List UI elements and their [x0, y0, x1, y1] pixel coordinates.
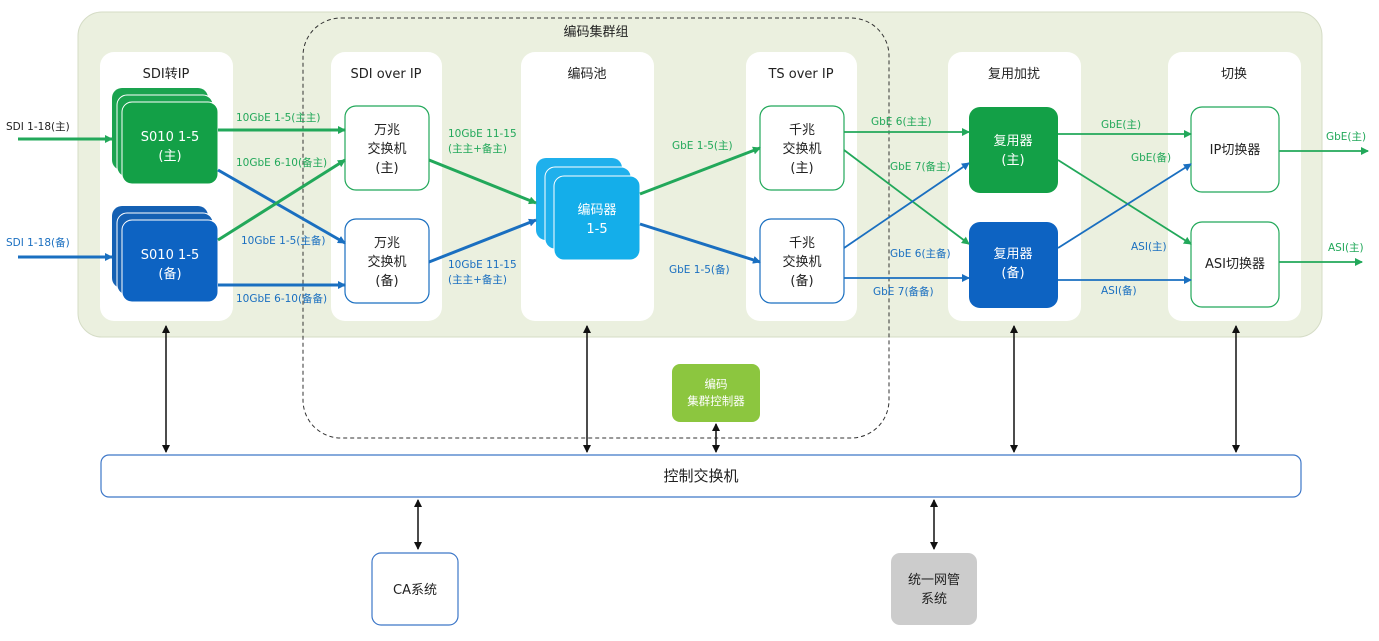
s010-backup-line2: (备) — [158, 266, 181, 282]
mux-backup-line1: 复用器 — [993, 247, 1032, 262]
link-label-l16: ASI(备) — [1101, 284, 1137, 297]
column-title-pool: 编码池 — [567, 67, 606, 82]
g-switch-backup: 千兆 交换机 (备) — [759, 218, 845, 304]
xg-switch-main-line1: 万兆 — [374, 123, 400, 138]
link-label-l6b: (主主+备主) — [448, 273, 507, 286]
link-label-l3: 10GbE 1-5(主备) — [241, 234, 325, 247]
ca-system-label: CA系统 — [393, 583, 437, 598]
column-title-tsoverip: TS over IP — [767, 67, 833, 82]
control-switch-label: 控制交换机 — [663, 467, 738, 485]
xg-switch-main-line3: (主) — [375, 161, 398, 176]
xg-switch-backup-line3: (备) — [375, 273, 398, 289]
cluster-controller: 编码 集群控制器 — [672, 364, 760, 422]
nms-line2: 系统 — [921, 592, 947, 607]
link-l5 — [428, 158, 537, 205]
mux-backup: 复用器 (备) — [969, 222, 1058, 308]
input-backup-label: SDI 1-18(备) — [6, 236, 70, 249]
link-l10 — [843, 149, 970, 245]
ip-switcher-label: IP切换器 — [1210, 143, 1261, 158]
s010-backup-line1: S010 1-5 — [141, 248, 199, 263]
link-l15 — [1057, 163, 1192, 249]
ip-switcher: IP切换器 — [1190, 106, 1280, 193]
mux-backup-line2: (备) — [1001, 265, 1024, 281]
link-label-l10: GbE 7(备主) — [890, 160, 951, 173]
ca-system: CA系统 — [371, 552, 459, 626]
cluster-group-title: 编码集群组 — [563, 24, 628, 40]
g-switch-backup-line3: (备) — [790, 273, 813, 289]
link-label-l13: GbE(主) — [1101, 119, 1141, 131]
nms-system: 统一网管 系统 — [891, 553, 977, 625]
asi-switcher-label: ASI切换器 — [1205, 257, 1265, 272]
link-label-l6a: 10GbE 11-15 — [448, 259, 517, 271]
link-l14 — [1057, 159, 1192, 245]
link-label-l1: 10GbE 1-5(主主) — [236, 112, 320, 124]
link-l7 — [639, 146, 761, 196]
column-title-sdioverip: SDI over IP — [350, 67, 421, 82]
link-label-l4: 10GbE 6-10(备备) — [236, 292, 327, 305]
mux-main-line1: 复用器 — [993, 134, 1032, 149]
xg-switch-backup-line1: 万兆 — [374, 236, 400, 251]
link-label-l8: GbE 1-5(备) — [669, 263, 730, 276]
g-switch-backup-line2: 交换机 — [782, 254, 821, 270]
s010-main-line1: S010 1-5 — [141, 130, 199, 145]
output-gbe-label: GbE(主) — [1326, 131, 1366, 143]
column-title-mux: 复用加扰 — [988, 67, 1040, 82]
encoder-stack: 编码器 1-5 — [536, 158, 641, 261]
link-label-l2: 10GbE 6-10(备主) — [236, 156, 327, 169]
g-switch-main: 千兆 交换机 (主) — [759, 105, 845, 191]
mux-main-line2: (主) — [1001, 153, 1024, 168]
link-label-l15: ASI(主) — [1131, 241, 1167, 253]
cluster-controller-line2: 集群控制器 — [687, 394, 745, 408]
output-asi-label: ASI(主) — [1328, 242, 1364, 254]
control-switch: 控制交换机 — [100, 454, 1302, 498]
xg-switch-backup: 万兆 交换机 (备) — [344, 218, 430, 304]
link-l3 — [217, 158, 346, 242]
cluster-controller-line1: 编码 — [705, 377, 728, 391]
input-main-label: SDI 1-18(主) — [6, 121, 70, 133]
encoder-cluster-group — [302, 17, 890, 439]
g-switch-main-line2: 交换机 — [782, 141, 821, 157]
link-label-l14: GbE(备) — [1131, 151, 1171, 164]
xg-switch-main: 万兆 交换机 (主) — [344, 105, 430, 191]
link-label-l12: GbE 7(备备) — [873, 285, 934, 298]
link-label-l5a: 10GbE 11-15 — [448, 128, 517, 140]
link-label-l7: GbE 1-5(主) — [672, 140, 733, 152]
link-l2 — [217, 168, 346, 245]
column-title-switch: 切换 — [1221, 67, 1247, 82]
s010-main-line2: (主) — [158, 149, 181, 164]
xg-switch-backup-line2: 交换机 — [367, 254, 406, 270]
column-title-sdi2ip: SDI转IP — [143, 67, 190, 82]
link-l6 — [428, 218, 537, 264]
s010-backup-stack: S010 1-5 (备) — [112, 206, 219, 303]
encoder-line1: 编码器 — [577, 203, 616, 218]
asi-switcher: ASI切换器 — [1190, 221, 1280, 308]
xg-switch-main-line2: 交换机 — [367, 141, 406, 157]
g-switch-main-line1: 千兆 — [789, 123, 815, 138]
nms-line1: 统一网管 — [908, 573, 960, 588]
link-label-l11: GbE 6(主备) — [890, 247, 951, 260]
link-label-l5b: (主主+备主) — [448, 142, 507, 155]
link-label-l9: GbE 6(主主) — [871, 116, 932, 128]
link-l8 — [639, 222, 761, 264]
g-switch-main-line3: (主) — [790, 161, 813, 176]
encoder-line2: 1-5 — [586, 222, 607, 237]
link-l11 — [843, 162, 970, 249]
g-switch-backup-line1: 千兆 — [789, 236, 815, 251]
mux-main: 复用器 (主) — [969, 107, 1058, 193]
s010-main-stack: S010 1-5 (主) — [112, 88, 219, 185]
